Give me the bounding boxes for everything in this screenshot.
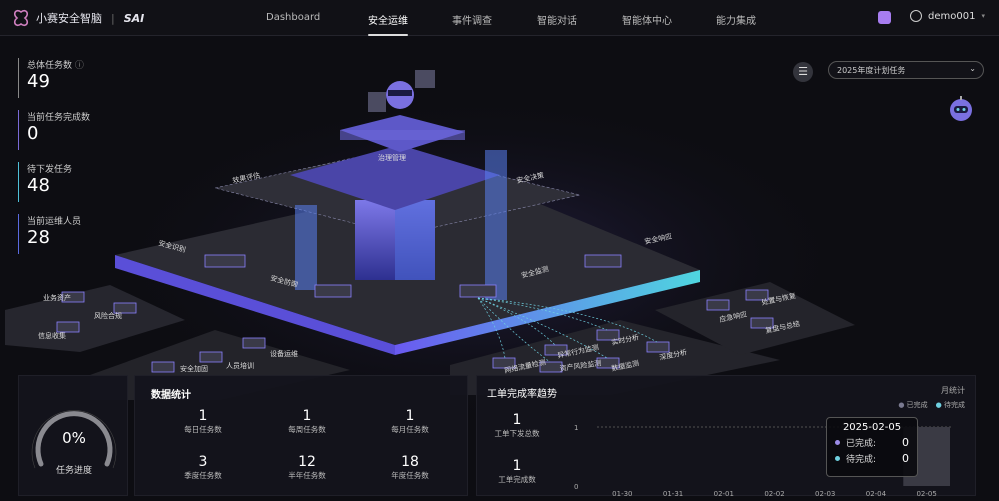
user-menu[interactable]: demo001 ▾ [910,10,985,22]
legend-pending[interactable]: ● 待完成 [935,401,965,409]
brand-name: 小赛安全智脑 [36,12,102,25]
nav-agent-center[interactable]: 智能体中心 [622,16,672,27]
x-tick-label: 02-01 [714,490,734,497]
gauge-label: 任务进度 [55,466,92,476]
x-tick-label: 02-05 [916,490,936,497]
gauge-value: 0% [62,429,86,447]
nav-incident[interactable]: 事件调查 [452,16,492,27]
brand-divider: | [111,11,115,25]
username: demo001 [928,10,976,22]
top-bar: 小赛安全智脑 | SAI Dashboard 安全运维 事件调查 智能对话 智能… [0,0,999,36]
stat-value: 49 [27,71,50,92]
legend-done[interactable]: ● 已完成 [898,401,928,409]
platform-left [5,285,185,352]
robot-assistant-icon[interactable] [948,96,974,122]
y-tick-label: 0 [574,483,578,491]
scene-label: 信息收集 [38,331,66,340]
scene-label: 风险合规 [94,311,122,320]
user-icon [910,10,923,22]
stat-label: 当前任务完成数 [27,113,91,123]
nav-integration[interactable]: 能力集成 [716,16,756,27]
stat-label: 待下发任务 [27,165,73,175]
x-tick-label: 01-30 [612,490,632,497]
chart-tooltip: 2025-02-05 已完成:0 待完成:0 [826,417,918,477]
scene-label-top: 治理管理 [378,153,406,162]
plan-select[interactable]: 2025年度计划任务 ⌄ [828,61,984,79]
stat-value: 48 [27,175,50,196]
menu-icon: ☰ [798,65,808,78]
x-tick-label: 01-31 [663,490,683,497]
y-tick-label: 1 [574,424,578,432]
tooltip-date: 2025-02-05 [842,422,902,433]
done-dot-icon [835,440,840,445]
nav-dashboard[interactable]: Dashboard [266,12,321,23]
chevron-down-icon: ▾ [981,12,985,20]
scene-label: 业务资产 [43,293,71,302]
menu-button[interactable]: ☰ [793,62,813,82]
assistant-icon[interactable] [878,11,891,24]
panel-title: 工单完成率趋势 [487,389,557,400]
pending-dot-icon [835,456,840,461]
stat-total-tasks: 总体任务数 ⓘ 49 [18,58,90,98]
scene-label: 安全加固 [180,364,208,373]
brand-short: SAI [123,11,145,25]
nav-chat[interactable]: 智能对话 [537,16,577,27]
stat-value: 28 [27,227,50,248]
chart-legend: ● 已完成 ● 待完成 [898,400,965,410]
chevron-down-icon: ⌄ [969,64,976,73]
stat-value: 0 [27,123,39,144]
x-tick-label: 02-04 [866,490,887,497]
nav-security-ops[interactable]: 安全运维 [368,12,408,36]
panel-title: 数据统计 [151,390,191,401]
plan-select-value: 2025年度计划任务 [837,66,906,75]
logo-icon [13,9,29,27]
progress-gauge-panel: 0% 任务进度 [18,375,128,496]
stat-label: 当前运维人员 [27,217,82,227]
progress-gauge [31,410,117,469]
brand-logo[interactable]: 小赛安全智脑 | SAI [12,9,144,27]
security-scene: 治理管理 效果评估 安全决策 安全识别 安全防御 安全监测 安全响应 业务资产 … [5,70,860,430]
x-tick-label: 02-03 [815,490,835,497]
scene-label: 设备运维 [270,349,298,358]
scene-label: 人员培训 [226,361,254,370]
period-toggle[interactable]: 月统计 [941,386,965,395]
x-tick-label: 02-02 [764,490,784,497]
info-icon[interactable]: ⓘ [74,61,84,71]
stat-label: 总体任务数 [27,61,73,71]
